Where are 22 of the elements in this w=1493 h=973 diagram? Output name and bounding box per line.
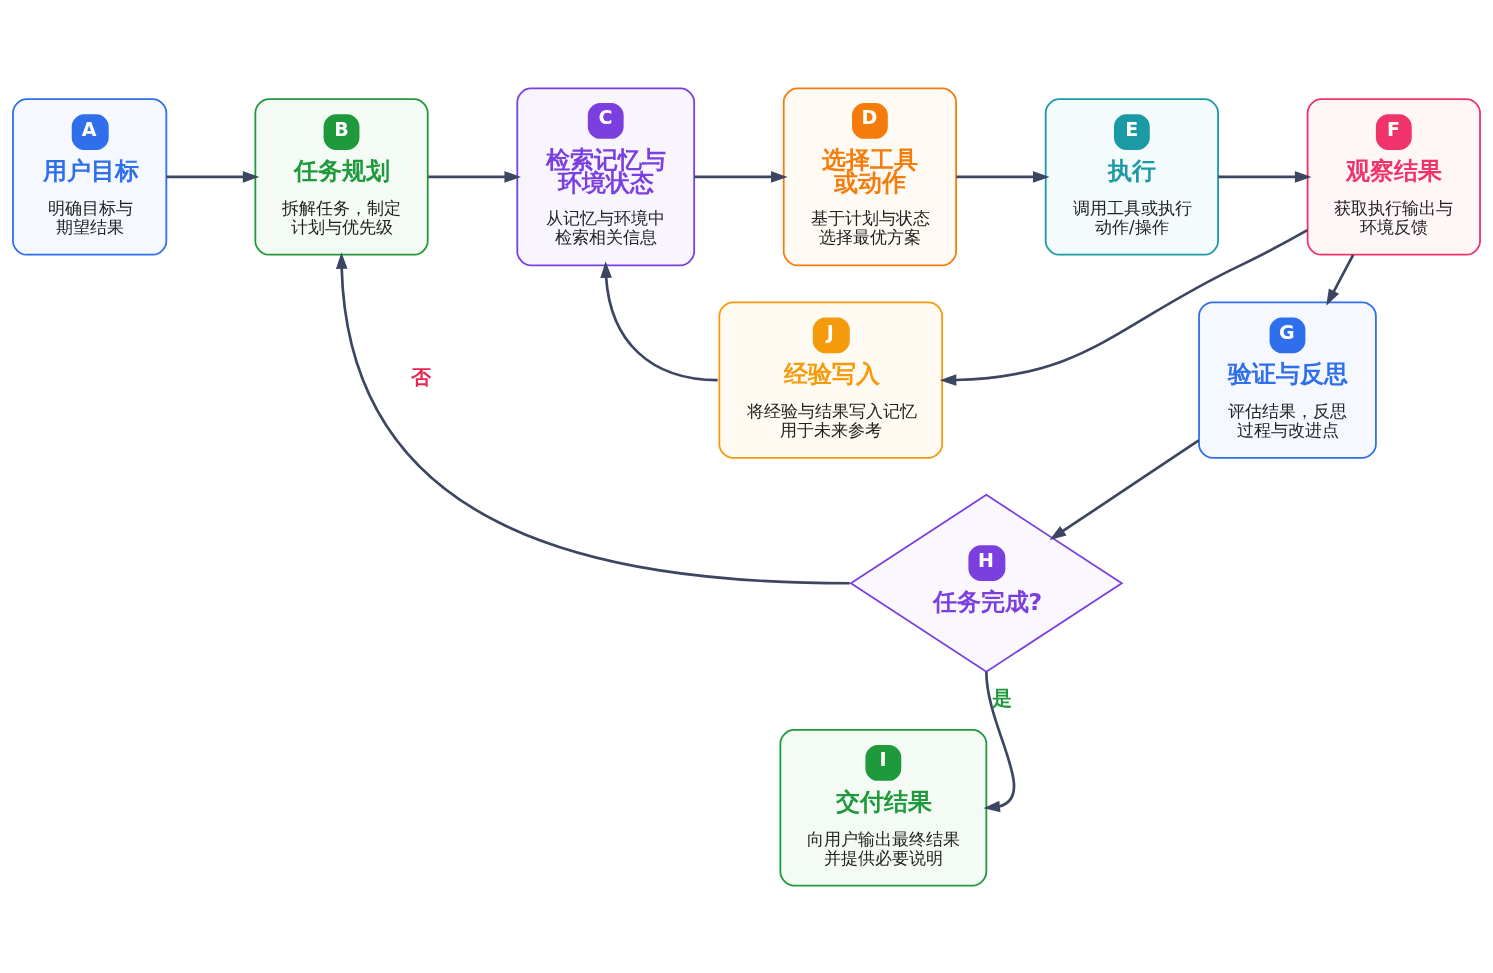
node-box: B 任务规划 拆解任务，制定计划与优先级 — [254, 97, 429, 256]
arrow — [1218, 170, 1312, 183]
arrow — [335, 251, 850, 585]
arrow — [694, 170, 788, 183]
edge-label: 否 — [410, 364, 431, 389]
arrow — [1326, 253, 1355, 306]
node-box: D 选择工具或动作 基于计划与状态选择最优方案 — [782, 87, 957, 266]
node-box: G 验证与反思 评估结果，反思过程与改进点 — [1198, 300, 1377, 459]
arrow — [428, 170, 522, 183]
arrow — [600, 260, 718, 381]
node-diamond: H 任务完成? — [849, 493, 1124, 673]
node-box: J 经验写入 将经验与结果写入记忆用于未来参考 — [718, 300, 943, 459]
arrow — [1049, 438, 1200, 540]
node-box: A 用户目标 明确目标与期望结果 — [12, 97, 168, 256]
edge-label: 是 — [991, 685, 1012, 710]
node-box: F 观察结果 获取执行输出与环境反馈 — [1306, 97, 1481, 256]
arrow — [956, 170, 1050, 183]
node-box: E 执行 调用工具或执行动作/操作 — [1044, 97, 1219, 256]
arrow — [166, 170, 260, 183]
node-box: C 检索记忆与环境状态 从记忆与环境中检索相关信息 — [516, 87, 696, 266]
arrow — [983, 671, 1016, 812]
node-box: I 交付结果 向用户输出最终结果并提供必要说明 — [779, 728, 988, 886]
